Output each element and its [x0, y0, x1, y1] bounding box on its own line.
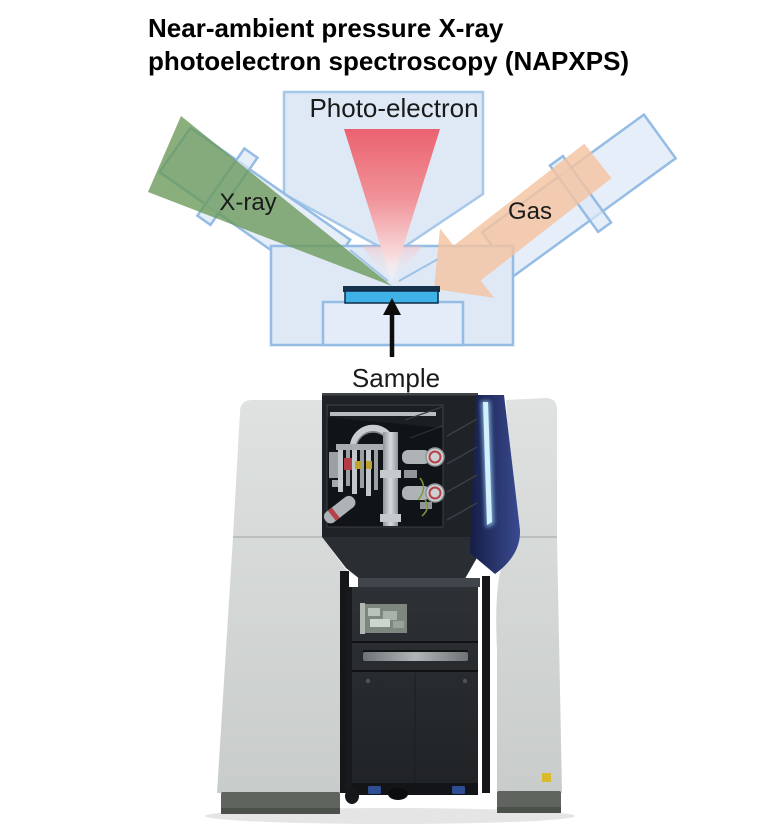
- angled-viewport: [323, 495, 356, 524]
- flange-lower-ring: [428, 486, 442, 500]
- angled-viewport-body: [323, 495, 356, 524]
- machine-screw-left: [365, 678, 371, 684]
- machine-gap-left: [340, 571, 349, 793]
- chrome-cylinder-upper: [402, 450, 430, 464]
- green-wire-2: [421, 499, 429, 517]
- machine-neck-band: [358, 578, 480, 587]
- page-title-line1: Near-ambient pressure X-ray: [148, 13, 504, 43]
- reflection-line-6: [446, 502, 478, 521]
- page-title-line2: photoelectron spectroscopy (NAPXPS): [148, 46, 630, 76]
- napxps-schematic: Photo-electron X-ray Gas Sample: [148, 90, 678, 393]
- machine-label-sticker: [360, 603, 407, 634]
- machine-seam-lower: [352, 670, 478, 672]
- chrome-rod-5: [366, 450, 371, 496]
- machine-gap-right: [482, 576, 490, 793]
- yellow-tag-1: [355, 461, 362, 469]
- machine-tower-side: [345, 587, 355, 793]
- chrome-column-collar-2: [380, 514, 401, 522]
- machine-caster-left: [345, 788, 359, 804]
- sticker-texture-4: [393, 621, 404, 628]
- machine-left-panel-upper: [233, 400, 322, 537]
- chrome-rod-6: [374, 450, 378, 490]
- chrome-rod-3: [352, 450, 357, 494]
- machine-window: [323, 404, 445, 528]
- white-label-3: [420, 502, 432, 509]
- aperture-cone-line-left: [349, 249, 389, 282]
- machine-top-edge: [322, 393, 478, 396]
- machine-slot-shadow: [363, 650, 468, 653]
- yellow-tag-2: [366, 461, 372, 469]
- left-fitting: [329, 452, 338, 478]
- machine-warning-sticker: [542, 773, 551, 782]
- machine-foot-left-shade: [221, 808, 340, 814]
- instrument-photo: [205, 393, 575, 824]
- machine-slot: [363, 652, 468, 661]
- reflection-line-5: [446, 474, 478, 493]
- window-frame-top: [330, 412, 436, 416]
- photoelectron-cone: [344, 129, 440, 283]
- red-component-1: [344, 458, 352, 470]
- gas-arrow-shape: [434, 143, 612, 298]
- machine-neck: [322, 537, 478, 584]
- machine-connector-right: [452, 786, 465, 794]
- sticker-texture-3: [370, 619, 390, 627]
- sample-holder-edge: [343, 286, 440, 292]
- sticker-texture-2: [383, 611, 397, 620]
- white-label-2: [404, 470, 417, 478]
- photo-electron-label: Photo-electron: [309, 93, 478, 123]
- machine-foot-right-shade: [497, 807, 561, 813]
- machine-seam-upper: [352, 641, 478, 643]
- reflection-line-2: [409, 425, 443, 439]
- window-glare: [327, 405, 443, 428]
- machine-glow-stripe: [483, 402, 492, 525]
- machine-window-internals: [323, 406, 445, 526]
- xray-label: X-ray: [219, 189, 276, 216]
- sticker-tab: [360, 603, 365, 634]
- white-label-1: [332, 480, 343, 487]
- machine-screw-right: [462, 678, 468, 684]
- flange-upper-ring: [428, 450, 442, 464]
- green-wire-1: [417, 477, 425, 501]
- angled-viewport-band: [327, 507, 340, 521]
- chrome-column-collar-1: [380, 470, 401, 478]
- chrome-rod-1: [338, 450, 343, 492]
- dark-panel-reflections: [446, 418, 478, 521]
- machine-left-panel-lower: [217, 537, 347, 793]
- reflection-line-4: [446, 446, 478, 465]
- aperture-cone-line-right: [398, 258, 439, 282]
- page-title: Near-ambient pressure X-ray photoelectro…: [148, 12, 629, 78]
- machine-bottom-strip: [352, 783, 478, 795]
- sample-pointer-arrowhead: [383, 298, 401, 315]
- reflection-line-1: [404, 406, 443, 421]
- chrome-column: [383, 432, 398, 526]
- machine-connector-left: [368, 786, 381, 794]
- sticker-texture-1: [368, 608, 380, 616]
- gas-arrow: [434, 143, 612, 298]
- sample-label: Sample: [352, 363, 440, 393]
- reflection-line-3: [446, 418, 478, 437]
- gas-label: Gas: [508, 198, 552, 225]
- machine-right-panel-lower: [496, 537, 562, 793]
- machine-navy-panel: [470, 395, 521, 574]
- machine-caster: [388, 788, 408, 800]
- xray-beam: [148, 116, 392, 286]
- chrome-manifold: [336, 444, 398, 450]
- machine-right-panel-upper: [506, 398, 557, 537]
